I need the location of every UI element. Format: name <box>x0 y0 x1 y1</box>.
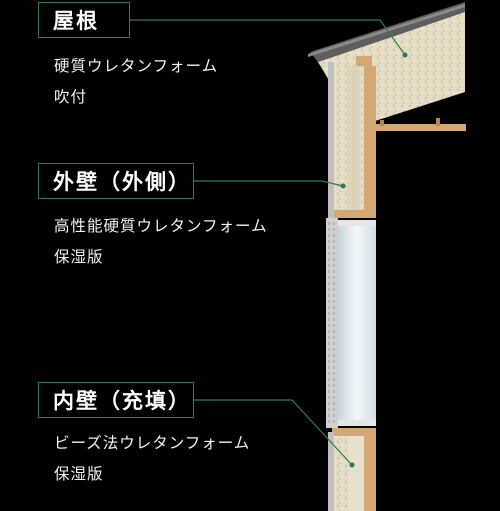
inner-wall-description: ビーズ法ウレタンフォーム 保湿版 <box>54 428 250 490</box>
roof-description-line: 硬質ウレタンフォーム <box>54 57 219 75</box>
roof-description-line: 吹付 <box>54 88 88 106</box>
outer-wall-label: 外壁（外側） <box>38 163 194 199</box>
roof-label: 屋根 <box>38 2 130 38</box>
roof-description: 硬質ウレタンフォーム 吹付 <box>54 51 218 113</box>
window-frame-outer <box>326 218 338 428</box>
outer-wall-leader-line <box>194 180 344 187</box>
ceiling-joist <box>376 124 466 131</box>
outer-wall-label-title: 外壁（外側） <box>53 170 191 194</box>
roof-foam-insulation <box>318 12 465 122</box>
outer-wall-description-line: 保湿版 <box>54 248 104 266</box>
inner-wall-description-line: ビーズ法ウレタンフォーム <box>54 434 251 452</box>
inner-wall-description-line: 保湿版 <box>54 465 104 483</box>
outer-wall-description: 高性能硬質ウレタンフォーム 保湿版 <box>54 211 268 273</box>
inner-wall-label-title: 内壁（充填） <box>53 389 191 413</box>
outer-wall-description-line: 高性能硬質ウレタンフォーム <box>54 217 268 235</box>
interior-bead-foam <box>348 436 364 511</box>
lower-wall-section <box>328 428 376 511</box>
exterior-siding <box>328 62 334 220</box>
roof-label-title: 屋根 <box>53 9 99 33</box>
roof-leader-line <box>130 19 406 56</box>
inner-wall-label: 内壁（充填） <box>38 382 194 418</box>
window-glass <box>338 220 376 426</box>
upper-wall-section <box>328 62 376 220</box>
inner-wall-leader-line <box>194 399 353 466</box>
leader-lines <box>130 19 406 466</box>
wall-stud <box>364 66 376 216</box>
window-section <box>326 218 376 428</box>
